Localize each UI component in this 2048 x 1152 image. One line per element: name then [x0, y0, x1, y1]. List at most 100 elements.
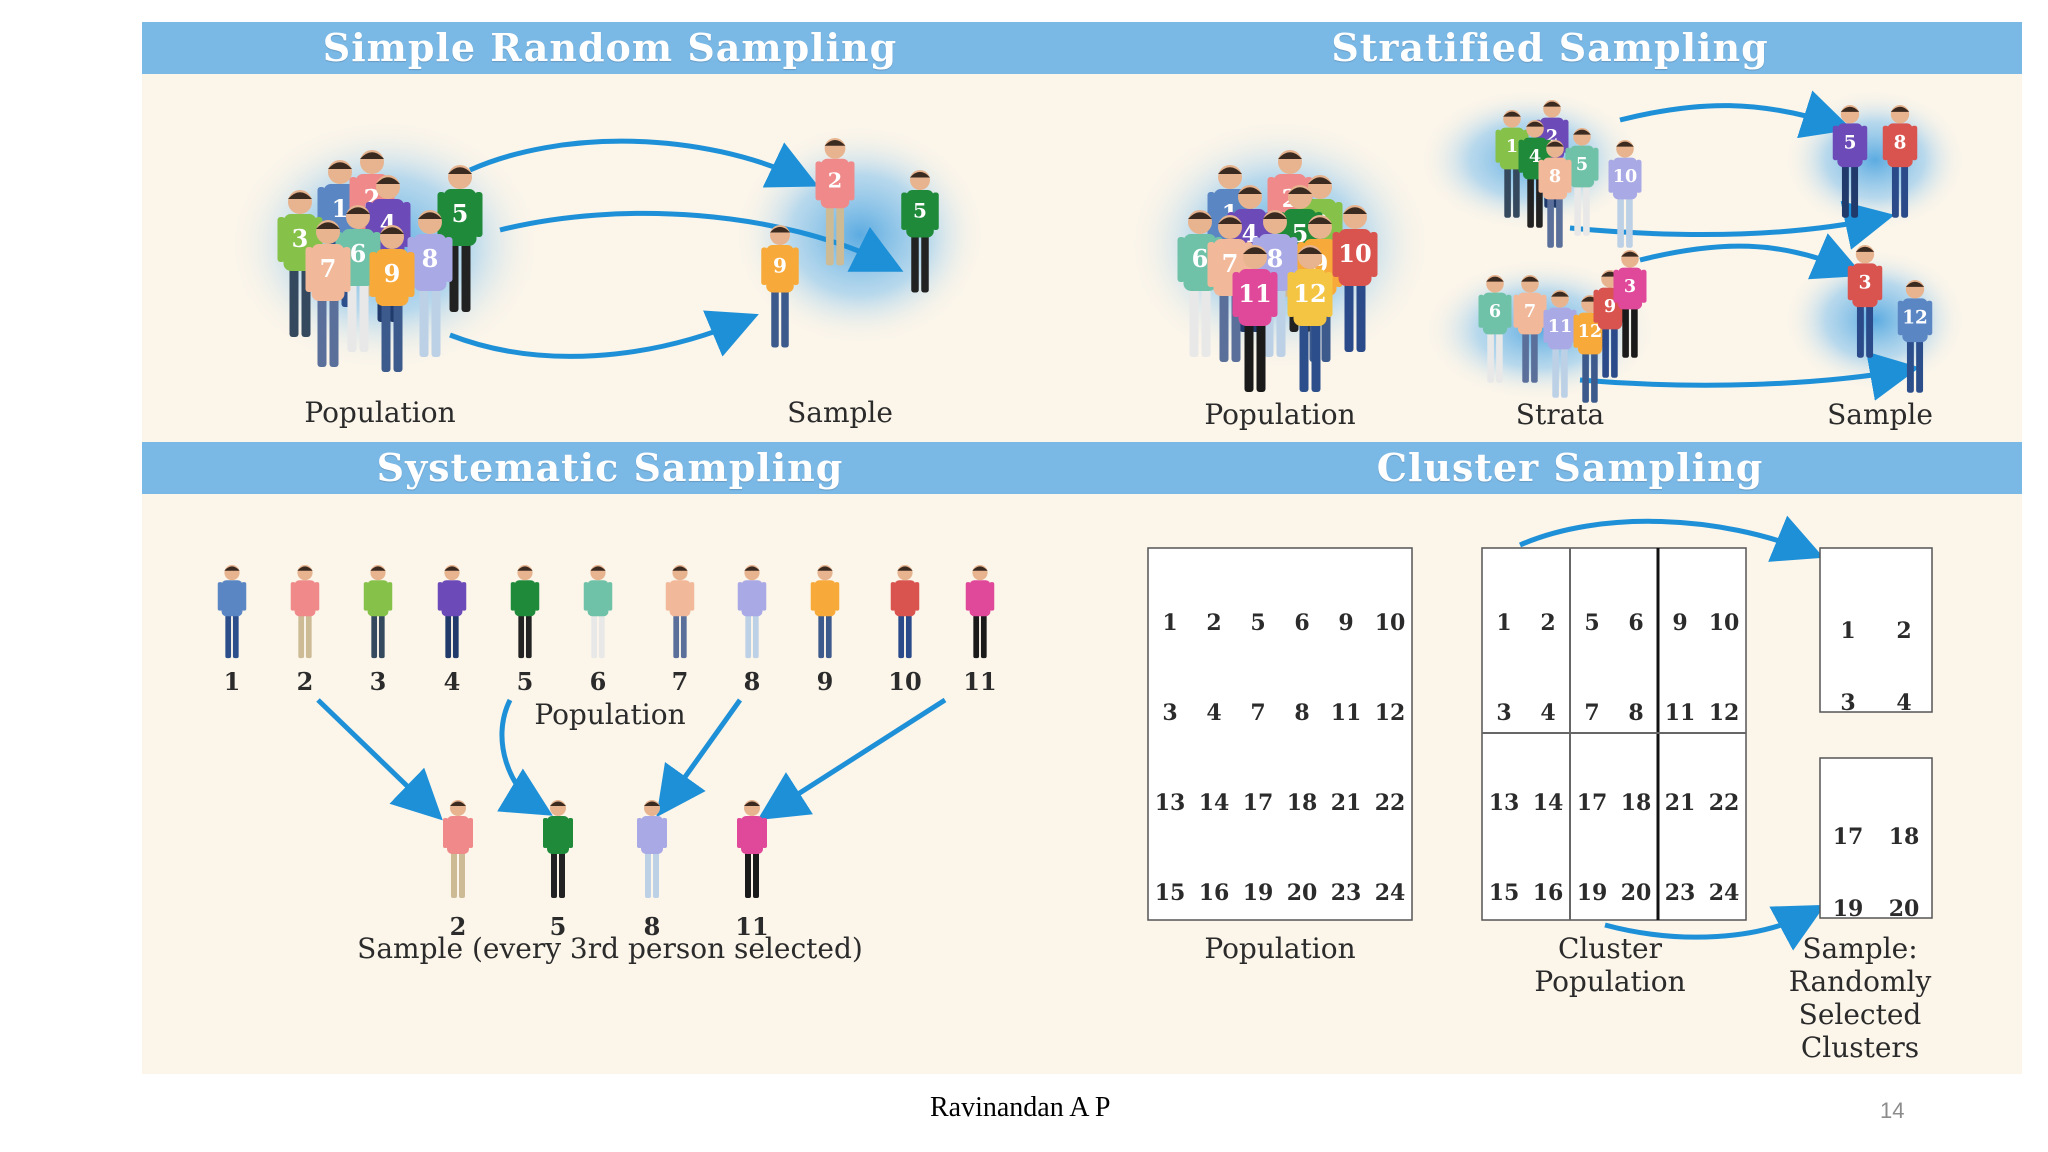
cluster-cluster-person-number: 9 [1672, 610, 1687, 636]
shirt-number: 7 [1222, 249, 1239, 278]
strat-population-label: Population [1204, 398, 1356, 431]
cluster-cluster-person-number: 4 [1540, 700, 1555, 726]
cluster-population-person-number: 21 [1331, 790, 1362, 816]
systematic-sample-number: 8 [644, 912, 661, 941]
srs-population-label: Population [304, 396, 456, 429]
srs-population-person: 3 [277, 190, 323, 337]
shirt-number: 6 [1192, 244, 1209, 273]
systematic-sample-person [543, 800, 573, 898]
systematic-population-person [737, 565, 767, 659]
stratified-title: Stratified Sampling [1331, 25, 1769, 70]
shirt-number: 3 [292, 224, 309, 253]
sys-arrow-8 [656, 698, 743, 818]
shirt-number: 5 [913, 199, 927, 223]
cluster-cluster-person-number: 21 [1665, 790, 1696, 816]
strat-population-person: 11 [1232, 245, 1278, 392]
cluster-cluster-person-number: 23 [1665, 880, 1696, 906]
systematic-population-number: 3 [370, 667, 387, 696]
cluster-population-person-number: 13 [1155, 790, 1186, 816]
cluster-population-person-number: 9 [1338, 610, 1353, 636]
shirt-number: 9 [1604, 296, 1616, 317]
systematic-population-person [583, 565, 613, 659]
shirt-number: 8 [1894, 133, 1907, 154]
systematic-population-number: 4 [444, 667, 461, 696]
cluster-cluster-person-number: 1 [1496, 610, 1511, 636]
cluster-cluster-person-number: 5 [1584, 610, 1599, 636]
cluster-sample-b-number: 20 [1889, 896, 1920, 922]
cluster-cluster-population-label: Cluster Population [1534, 932, 1686, 998]
systematic-sample-person [443, 800, 473, 898]
systematic-population-person [363, 565, 393, 659]
strat-arrow-bottom-1 [1639, 233, 1864, 280]
shirt-number: 11 [1548, 316, 1572, 337]
shirt-number: 12 [1578, 321, 1602, 342]
srs-population-person: 9 [369, 225, 415, 372]
cluster-sample-b-number: 18 [1889, 824, 1920, 850]
shirt-number: 10 [1613, 166, 1637, 187]
strat-bottom-strata-person: 7 [1513, 275, 1547, 383]
cluster-population-person-number: 16 [1199, 880, 1230, 906]
systematic-population-person [437, 565, 467, 659]
cluster-cluster-person-number: 11 [1665, 700, 1696, 726]
cluster-cluster-person-number: 19 [1577, 880, 1608, 906]
sys-arrow-5 [497, 698, 553, 816]
sys-population-label: Population [534, 698, 686, 731]
sys-arrow-11 [757, 697, 947, 821]
cluster-cluster-person-number: 14 [1533, 790, 1564, 816]
systematic-population-number: 1 [224, 667, 241, 696]
shirt-number: 9 [773, 254, 787, 278]
cluster-cluster-person-number: 8 [1628, 700, 1643, 726]
cluster-sample-a-number: 2 [1896, 618, 1911, 644]
shirt-number: 5 [1844, 133, 1857, 154]
strat-top-sample-halo [1785, 90, 1965, 230]
systematic-sample-number: 11 [735, 912, 768, 941]
cluster-population-label: Population [1204, 932, 1356, 965]
strat-top-strata-person: 8 [1538, 140, 1572, 248]
systematic-sample-person [637, 800, 667, 898]
cluster-population-person-number: 11 [1331, 700, 1362, 726]
strat-population-person: 10 [1332, 205, 1378, 352]
shirt-number: 5 [1576, 154, 1588, 175]
systematic-population-number: 7 [672, 667, 689, 696]
cluster-population-person-number: 14 [1199, 790, 1230, 816]
cluster-population-person-number: 5 [1250, 610, 1265, 636]
shirt-number: 7 [1524, 301, 1536, 322]
systematic-sample-person [737, 800, 767, 898]
shirt-number: 1 [332, 194, 349, 223]
top-header-band [142, 22, 2022, 74]
srs-population-person: 7 [305, 220, 351, 367]
systematic-population-number: 9 [817, 667, 834, 696]
cluster-population-person-number: 1 [1162, 610, 1177, 636]
strat-bottom-sample-person: 3 [1847, 245, 1883, 358]
systematic-population-person [665, 565, 695, 659]
shirt-number: 7 [320, 254, 337, 283]
cluster-sample-a-number: 3 [1840, 690, 1855, 716]
srs-sample-person: 5 [901, 170, 939, 293]
cluster-title: Cluster Sampling [1376, 445, 1764, 490]
shirt-number: 8 [1549, 166, 1561, 187]
systematic-population-number: 10 [888, 667, 921, 696]
systematic-population-number: 6 [590, 667, 607, 696]
strat-bottom-strata-person: 6 [1478, 275, 1512, 383]
shirt-number: 12 [1902, 308, 1928, 329]
strat-top-strata-person: 5 [1565, 128, 1599, 236]
shirt-number: 4 [1529, 146, 1541, 167]
cluster-cluster-person-number: 12 [1709, 700, 1740, 726]
cluster-cluster-person-number: 2 [1540, 610, 1555, 636]
cluster-population-person-number: 18 [1287, 790, 1318, 816]
cluster-cluster-person-number: 7 [1584, 700, 1599, 726]
cluster-population-person-number: 22 [1375, 790, 1406, 816]
systematic-population-number: 8 [744, 667, 761, 696]
cluster-cluster-person-number: 17 [1577, 790, 1608, 816]
cluster-population-person-number: 12 [1375, 700, 1406, 726]
cluster-population-person-number: 24 [1375, 880, 1406, 906]
shirt-number: 10 [1338, 239, 1371, 268]
sys-sample-label: Sample (every 3rd person selected) [357, 932, 863, 965]
cluster-cluster-person-number: 20 [1621, 880, 1652, 906]
srs-sample-person: 2 [815, 138, 855, 266]
systematic-population-person [290, 565, 320, 659]
shirt-number: 6 [1489, 301, 1501, 322]
cluster-cluster-person-number: 24 [1709, 880, 1740, 906]
